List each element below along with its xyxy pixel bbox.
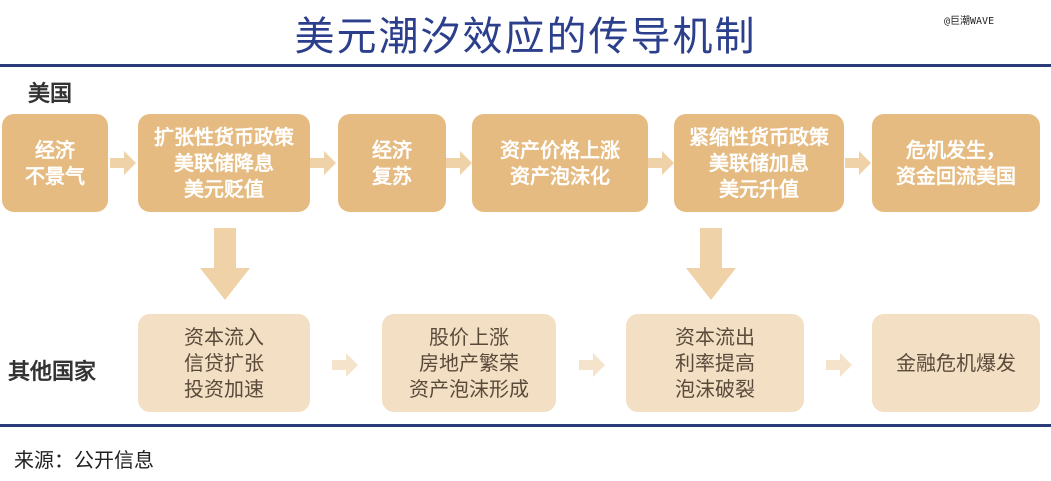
bottom-rule	[0, 424, 1051, 427]
us-box-2: 扩张性货币政策 美联储降息 美元贬值	[138, 114, 310, 212]
us-box-1-line-2: 不景气	[25, 164, 85, 188]
us-box-2-line-2: 美联储降息	[174, 151, 274, 175]
us-box-2-line-3: 美元贬值	[184, 177, 264, 201]
us-box-4-line-1: 资产价格上涨	[500, 138, 620, 162]
us-box-5-line-1: 紧缩性货币政策	[689, 125, 829, 149]
other-box-3: 资本流出 利率提高 泡沫破裂	[626, 314, 804, 412]
down-arrow-1	[200, 228, 250, 300]
other-box-2-line-1: 股价上涨	[429, 325, 509, 349]
other-box-1-line-1: 资本流入	[184, 325, 264, 349]
other-box-3-line-3: 泡沫破裂	[675, 377, 755, 401]
diagram-title: 美元潮汐效应的传导机制	[294, 14, 757, 60]
other-box-2: 股价上涨 房地产繁荣 资产泡沫形成	[382, 314, 556, 412]
other-box-3-line-2: 利率提高	[675, 351, 755, 375]
us-box-6-line-2: 资金回流美国	[896, 164, 1016, 188]
us-box-6: 危机发生， 资金回流美国	[872, 114, 1040, 212]
us-arrow-1	[110, 151, 136, 175]
source-note: 来源：公开信息	[14, 448, 154, 472]
us-arrow-4	[648, 151, 674, 175]
label-us: 美国	[28, 82, 73, 107]
label-others: 其他国家	[8, 360, 97, 385]
us-box-3: 经济 复苏	[338, 114, 446, 212]
us-box-5-line-3: 美元升值	[719, 177, 799, 201]
us-box-1-line-1: 经济	[35, 138, 75, 162]
us-box-4: 资产价格上涨 资产泡沫化	[472, 114, 648, 212]
other-box-1-line-3: 投资加速	[184, 377, 264, 401]
other-arrow-3	[826, 353, 852, 377]
us-box-6-line-1: 危机发生，	[906, 138, 1006, 162]
us-box-3-line-2: 复苏	[372, 164, 412, 188]
down-arrow-2	[686, 228, 736, 300]
us-box-1: 经济 不景气	[2, 114, 108, 212]
us-box-4-line-2: 资产泡沫化	[510, 164, 610, 188]
other-box-3-line-1: 资本流出	[675, 325, 755, 349]
us-arrow-5	[845, 151, 871, 175]
other-box-1-line-2: 信贷扩张	[184, 351, 264, 375]
other-box-2-line-3: 资产泡沫形成	[409, 377, 529, 401]
us-arrow-3	[446, 151, 472, 175]
us-box-5-line-2: 美联储加息	[709, 151, 809, 175]
other-arrow-2	[579, 353, 605, 377]
us-box-3-line-1: 经济	[372, 138, 412, 162]
other-box-2-line-2: 房地产繁荣	[419, 351, 519, 375]
us-box-2-line-1: 扩张性货币政策	[154, 125, 294, 149]
watermark: @巨潮WAVE	[944, 16, 995, 27]
us-box-5: 紧缩性货币政策 美联储加息 美元升值	[674, 114, 844, 212]
other-box-4: 金融危机爆发	[872, 314, 1040, 412]
top-rule	[0, 64, 1051, 67]
us-arrow-2	[310, 151, 336, 175]
other-box-1: 资本流入 信贷扩张 投资加速	[138, 314, 310, 412]
other-arrow-1	[332, 353, 358, 377]
other-box-4-line-1: 金融危机爆发	[896, 351, 1016, 375]
